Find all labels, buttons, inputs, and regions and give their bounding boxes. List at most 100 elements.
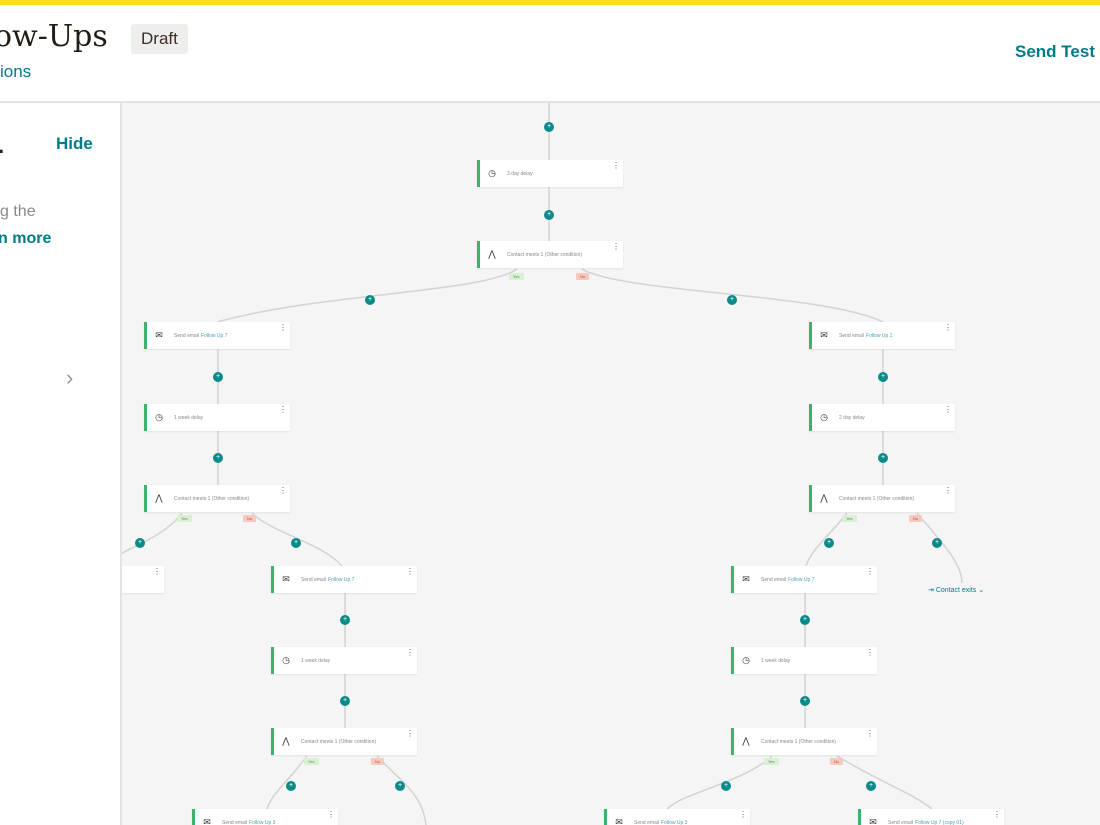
- yes-branch-label: Yes: [842, 515, 857, 522]
- workflow-step[interactable]: ⋀ Contact meets 1 (Other condition) ⋮: [731, 728, 877, 755]
- step-label: Send email: [301, 576, 327, 583]
- workflow-step[interactable]: ◷1 week delay⋮: [271, 647, 417, 674]
- add-step-button[interactable]: +: [213, 372, 223, 382]
- chevron-down-icon: ⌄: [976, 587, 985, 594]
- page-title: ow-Ups: [0, 19, 108, 54]
- email-link[interactable]: Follow Up 7 (copy 01): [915, 819, 964, 825]
- step-label: Send email: [222, 819, 248, 825]
- add-step-button[interactable]: +: [213, 453, 223, 463]
- no-branch-label: No: [371, 758, 385, 765]
- more-menu-icon[interactable]: ⋮: [866, 729, 874, 738]
- email-icon: ✉: [869, 817, 877, 825]
- email-icon: ✉: [155, 330, 163, 340]
- add-step-button[interactable]: +: [135, 538, 145, 548]
- step-label: Contact meets 1 (Other condition): [174, 495, 250, 502]
- more-menu-icon[interactable]: ⋮: [279, 405, 287, 414]
- hide-button[interactable]: Hide: [56, 134, 93, 153]
- yes-branch-label: Yes: [764, 758, 779, 765]
- more-menu-icon[interactable]: ⋮: [406, 648, 414, 657]
- email-link[interactable]: Follow Up 3: [661, 819, 688, 825]
- split-icon: ⋀: [742, 736, 750, 746]
- more-menu-icon[interactable]: ⋮: [944, 486, 952, 495]
- add-step-button[interactable]: +: [800, 615, 810, 625]
- workflow-step[interactable]: ⋀Contact meets 1 (Other condition)⋮: [477, 241, 623, 268]
- clock-icon: ◷: [820, 412, 828, 422]
- step-label: 2 day delay: [839, 414, 865, 421]
- more-menu-icon[interactable]: ⋮: [279, 486, 287, 495]
- add-step-button[interactable]: +: [340, 696, 350, 706]
- clock-icon: ◷: [742, 655, 750, 665]
- add-step-button[interactable]: +: [878, 372, 888, 382]
- clock-icon: ◷: [155, 412, 163, 422]
- step-label: Send email: [888, 819, 914, 825]
- more-menu-icon[interactable]: ⋮: [327, 810, 335, 819]
- more-menu-icon[interactable]: ⋮: [739, 810, 747, 819]
- exit-icon: ⇥: [928, 587, 936, 594]
- workflow-step[interactable]: ◷3 day delay⋮: [477, 160, 623, 187]
- workflow-step[interactable]: ◷1 week delay⋮: [731, 647, 877, 674]
- more-menu-icon[interactable]: ⋮: [866, 567, 874, 576]
- email-link[interactable]: Follow Up 7: [201, 332, 228, 339]
- clock-icon: ◷: [488, 168, 496, 178]
- learn-more-link[interactable]: n more: [0, 230, 52, 247]
- add-step-button[interactable]: +: [932, 538, 942, 548]
- workflow-canvas[interactable]: ◷3 day delay⋮ ⋀ Contact meets 1 (Other con…: [122, 103, 1100, 825]
- no-branch-label: No: [830, 758, 844, 765]
- add-step-button[interactable]: +: [365, 295, 375, 305]
- more-menu-icon[interactable]: ⋮: [279, 323, 287, 332]
- workflow-step[interactable]: ⋀Contact meets 1 (Other condition)⋮: [144, 485, 290, 512]
- yes-branch-label: Yes: [304, 758, 319, 765]
- add-step-button[interactable]: +: [721, 781, 731, 791]
- more-menu-icon[interactable]: ⋮: [153, 567, 161, 576]
- contact-exits-dropdown[interactable]: ⇥ Contact exits ⌄: [928, 586, 984, 594]
- add-step-button[interactable]: +: [340, 615, 350, 625]
- email-icon: ✉: [203, 817, 211, 825]
- add-step-button[interactable]: +: [544, 210, 554, 220]
- email-icon: ✉: [742, 574, 750, 584]
- workflow-step[interactable]: ◷1 week delay⋮: [144, 404, 290, 431]
- send-test-button[interactable]: Send Test: [1015, 42, 1095, 61]
- workflow-step[interactable]: ⋀Contact meets 1 (Other condition)⋮: [271, 728, 417, 755]
- add-step-button[interactable]: +: [824, 538, 834, 548]
- add-step-button[interactable]: +: [727, 295, 737, 305]
- email-link[interactable]: Follow Up 7: [328, 576, 355, 583]
- more-menu-icon[interactable]: ⋮: [406, 729, 414, 738]
- workflow-step[interactable]: ⋀Contact meets 1 (Other condition)⋮: [809, 485, 955, 512]
- workflow-step[interactable]: ◷ 2 day delay ⋮: [809, 404, 955, 431]
- add-step-button[interactable]: +: [878, 453, 888, 463]
- email-icon: ✉: [282, 574, 290, 584]
- subtitle-link[interactable]: ions: [0, 62, 32, 81]
- more-menu-icon[interactable]: ⋮: [406, 567, 414, 576]
- more-menu-icon[interactable]: ⋮: [612, 161, 620, 170]
- yes-branch-label: Yes: [509, 273, 524, 280]
- add-step-button[interactable]: +: [544, 122, 554, 132]
- no-branch-label: No: [909, 515, 923, 522]
- chevron-right-icon[interactable]: ›: [66, 365, 74, 390]
- add-step-button[interactable]: +: [286, 781, 296, 791]
- add-step-button[interactable]: +: [800, 696, 810, 706]
- add-step-button[interactable]: +: [291, 538, 301, 548]
- more-menu-icon[interactable]: ⋮: [612, 242, 620, 251]
- more-menu-icon[interactable]: ⋮: [944, 405, 952, 414]
- more-menu-icon[interactable]: ⋮: [866, 648, 874, 657]
- email-link[interactable]: Follow Up 7: [788, 576, 815, 583]
- more-menu-icon[interactable]: ⋮: [993, 810, 1001, 819]
- step-label: Contact meets 1 (Other condition): [301, 738, 377, 745]
- add-step-button[interactable]: +: [395, 781, 405, 791]
- more-menu-icon[interactable]: ⋮: [944, 323, 952, 332]
- split-icon: ⋀: [488, 249, 496, 259]
- step-label: Contact meets 1 (Other condition): [761, 738, 837, 745]
- contact-exits-label: Contact exits: [935, 587, 977, 594]
- email-link[interactable]: Follow Up 3: [249, 819, 276, 825]
- add-step-button[interactable]: +: [866, 781, 876, 791]
- email-link[interactable]: Follow Up 1: [866, 332, 893, 339]
- sidebar: . Hide g the n more ›: [0, 103, 122, 825]
